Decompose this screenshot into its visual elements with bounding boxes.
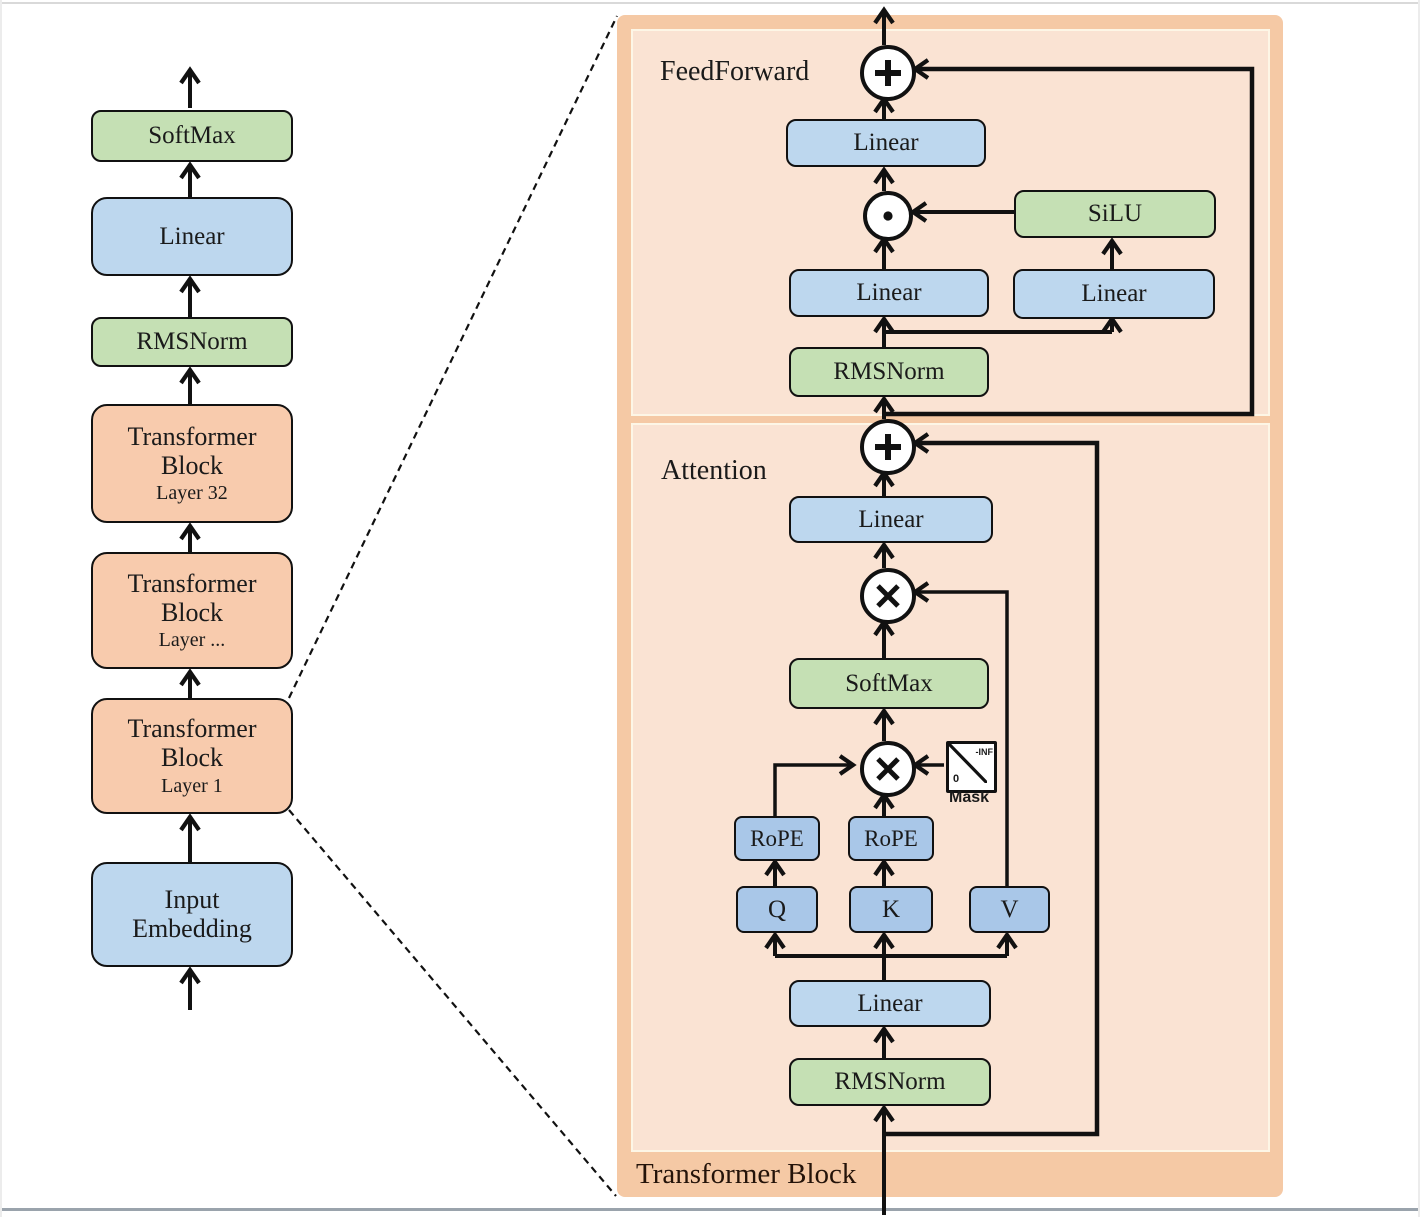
cross-multiply-icon	[876, 757, 900, 781]
dot-icon	[883, 211, 893, 221]
key-box: K	[849, 886, 933, 933]
ff-output-linear-box: Linear	[786, 119, 986, 167]
frame-bottom-border	[0, 1208, 1420, 1211]
block-title-line: Block	[160, 450, 224, 480]
matmul-icon	[860, 568, 916, 624]
mask-zero-label: 0	[953, 773, 960, 785]
rope-q-box: RoPE	[734, 816, 820, 861]
block-title-line: Embedding	[132, 913, 252, 943]
block-title-line: Block	[160, 743, 224, 772]
cross-multiply-icon	[876, 584, 900, 608]
mask-caption: Mask	[948, 789, 990, 806]
left-rmsnorm-box: RMSNorm	[91, 317, 293, 367]
matmul-icon	[860, 741, 916, 797]
mask-diagonal-icon	[949, 744, 987, 783]
attn-input-linear-box: Linear	[789, 980, 991, 1027]
attn-rmsnorm-box: RMSNorm	[789, 1058, 991, 1106]
transformer-block-layer-1: Transformer Block Layer 1	[91, 698, 293, 814]
attn-output-linear-box: Linear	[789, 496, 993, 543]
transformer-block-title: Transformer Block	[636, 1158, 857, 1190]
silu-box: SiLU	[1014, 190, 1216, 238]
ff-up-linear-box: Linear	[1013, 269, 1215, 319]
ff-rmsnorm-box: RMSNorm	[789, 347, 989, 397]
frame-top-border	[0, 2, 1420, 4]
query-box: Q	[736, 886, 818, 933]
mask-neg-inf-label: -INF	[975, 747, 994, 757]
block-layer-label: Layer ...	[158, 629, 226, 652]
attention-section-label: Attention	[661, 455, 767, 486]
transformer-block-layer-mid: Transformer Block Layer ...	[91, 552, 293, 669]
frame-left-border	[0, 0, 2, 1217]
residual-add-icon	[860, 45, 916, 101]
left-softmax-box: SoftMax	[91, 110, 293, 162]
ff-gate-linear-box: Linear	[789, 269, 989, 317]
plus-icon	[875, 60, 901, 86]
elementwise-multiply-icon	[863, 191, 913, 241]
mask-icon: -INF 0	[946, 741, 997, 793]
block-title-line: Transformer	[127, 568, 257, 598]
residual-add-icon	[860, 419, 916, 475]
block-layer-label: Layer 1	[161, 774, 223, 797]
plus-icon	[875, 434, 901, 460]
rope-k-box: RoPE	[848, 816, 934, 861]
transformer-block-layer-32: Transformer Block Layer 32	[91, 404, 293, 523]
left-linear-box: Linear	[91, 197, 293, 276]
attn-softmax-box: SoftMax	[789, 658, 989, 709]
block-layer-label: Layer 32	[156, 482, 228, 505]
block-title-line: Transformer	[127, 421, 257, 451]
input-embedding-box: Input Embedding	[91, 862, 293, 967]
block-title-line: Transformer	[127, 714, 257, 744]
block-title-line: Input	[164, 884, 220, 914]
value-box: V	[969, 886, 1050, 933]
feedforward-section-label: FeedForward	[660, 56, 810, 87]
frame-right-border	[1418, 0, 1420, 1217]
block-title-line: Block	[160, 597, 224, 627]
